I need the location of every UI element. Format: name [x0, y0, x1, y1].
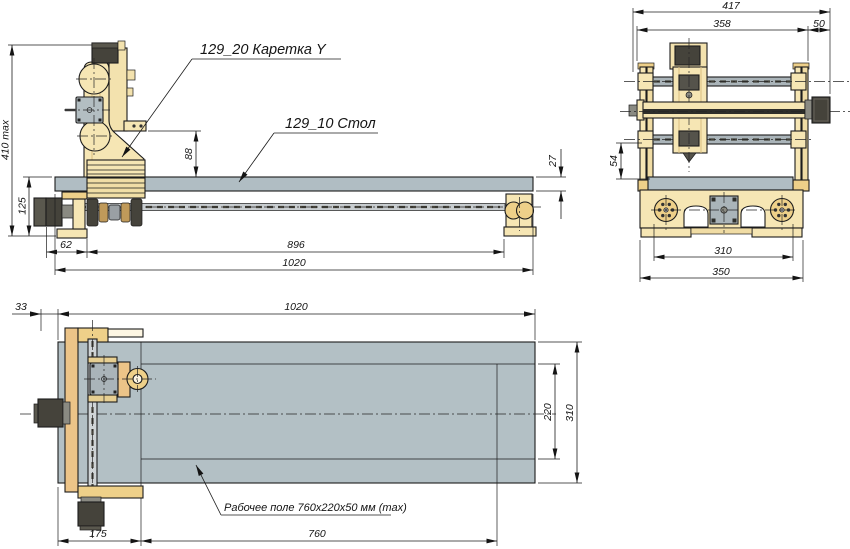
dim-carriage-zone: 175: [57, 487, 141, 546]
dim-work-width: 220: [538, 363, 560, 460]
dim-350-label: 350: [712, 266, 730, 278]
callout-work-area: Рабочее поле 760x220x50 мм (max): [195, 464, 407, 516]
dim-220-label: 220: [542, 403, 554, 422]
dim-height-max: 410 max: [0, 44, 92, 237]
plan-carriage: [84, 355, 156, 403]
dim-mount-span: 310: [653, 224, 794, 261]
dim-motor-offset: 62: [46, 227, 88, 258]
plan-bottom-motor: [77, 496, 105, 531]
dim-88-label: 88: [183, 148, 195, 160]
dim-896-label: 896: [287, 239, 305, 251]
dim-310-end-label: 310: [714, 245, 732, 257]
z-motor-end: [674, 45, 701, 66]
dim-54-label: 54: [608, 155, 620, 167]
dim-rail-to-table: 54: [608, 142, 650, 180]
dim-base-width: 350: [639, 240, 804, 282]
dim-125-label: 125: [17, 197, 29, 215]
dim-33-label: 33: [15, 301, 27, 313]
plan-dimensions: 33 1020 220 310 175 760: [12, 301, 582, 546]
side-carriage: [64, 40, 147, 227]
side-view: 410 max 125 88 27: [0, 40, 566, 275]
plan-gantry: [33, 320, 156, 538]
end-dimensions: 417 358 50 54 310: [608, 0, 831, 282]
dim-62-label: 62: [60, 239, 72, 251]
x-motor-end: [811, 96, 831, 124]
dim-1020-plan-label: 1020: [284, 301, 308, 313]
dim-358-label: 358: [713, 18, 731, 30]
dim-motor-overhang-and-length: 33 1020: [12, 301, 536, 340]
callout-carriage: 129_20 Каретка Y: [121, 42, 341, 158]
end-table-base: [639, 176, 804, 238]
end-view: 417 358 50 54 310: [608, 0, 850, 282]
dim-motor-width: 50: [808, 18, 830, 33]
callout-carriage-label: 129_20 Каретка Y: [200, 42, 327, 58]
side-left-motor-assembly: [33, 191, 88, 239]
callout-table: 129_10 Стол: [238, 116, 378, 183]
end-lower-rail: [624, 130, 812, 149]
dim-left-height: 125: [17, 176, 52, 236]
dim-175-label: 175: [89, 528, 107, 540]
dim-310-plan-label: 310: [564, 404, 576, 422]
end-table-top: [647, 176, 794, 191]
end-gantry-beam: [620, 96, 850, 124]
dim-table-width: 310: [538, 341, 582, 484]
carriage-rollers: [86, 198, 143, 227]
y-motor-side: [33, 197, 47, 227]
end-top-rail: [624, 72, 850, 91]
dim-1020-side-label: 1020: [282, 257, 306, 269]
callout-table-label: 129_10 Стол: [285, 116, 376, 132]
dim-span: 896: [87, 239, 505, 258]
dim-410-max-label: 410 max: [0, 119, 12, 160]
dim-760-label: 760: [308, 528, 326, 540]
dim-50-label: 50: [813, 18, 825, 30]
work-area-label: Рабочее поле 760x220x50 мм (max): [224, 502, 407, 514]
side-table-top: [54, 176, 534, 192]
dim-27-label: 27: [547, 154, 559, 168]
plan-left-motor: [33, 398, 71, 428]
dim-work-length: 760: [141, 528, 497, 544]
dim-carriage-gap: 88: [148, 130, 201, 177]
side-right-support: [503, 193, 537, 237]
plan-view: 33 1020 220 310 175 760: [12, 301, 582, 546]
dim-417-label: 417: [722, 0, 741, 12]
dim-frame-width: 358: [636, 18, 809, 61]
side-dimensions: 410 max 125 88 27: [0, 44, 566, 275]
dim-total-length-side: 1020: [54, 194, 534, 275]
dim-total-width: 417: [632, 0, 831, 94]
dim-table-thickness: 27: [536, 149, 566, 219]
plan-table: [57, 341, 536, 484]
